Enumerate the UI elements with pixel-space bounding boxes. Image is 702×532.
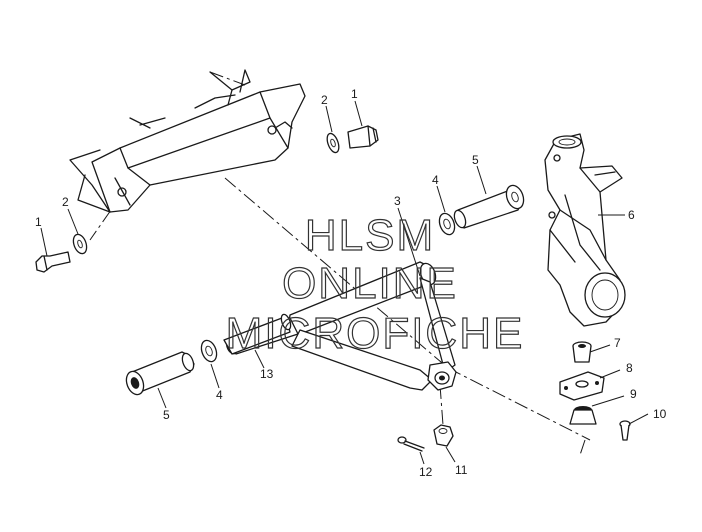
watermark: HLSM ONLINE MICROFICHE: [225, 210, 525, 358]
washer-lower-arm: [200, 339, 218, 363]
callout-2-upper: 2: [321, 93, 328, 107]
ball-joint-boot: [569, 406, 597, 425]
washer-upper-arm: [438, 212, 456, 236]
frame-rail: [69, 69, 306, 213]
callout-10: 10: [653, 407, 667, 421]
callout-numbers: 1 2 1 2 3 4 5 6 13 5 4 7 8 9 10 11 12: [35, 87, 667, 479]
callout-1-lower: 1: [35, 215, 42, 229]
callout-7: 7: [614, 336, 621, 350]
washer-upper: [326, 132, 340, 154]
pivot-tube: [223, 313, 292, 355]
spindle: [544, 133, 626, 327]
ball-joint-stud: [572, 341, 592, 363]
callout-5-lower: 5: [163, 408, 170, 422]
castle-nut: [433, 424, 454, 447]
callout-1-upper: 1: [351, 87, 358, 101]
callout-6: 6: [628, 208, 635, 222]
watermark-line-1: HLSM: [305, 211, 435, 260]
callout-4-lower: 4: [216, 388, 223, 402]
callout-leaders: [40, 100, 649, 465]
ball-joint-plate: [559, 371, 605, 401]
callout-13: 13: [260, 367, 274, 381]
callout-5-upper: 5: [472, 153, 479, 167]
washer-lower: [72, 233, 88, 255]
callout-2-lower: 2: [62, 195, 69, 209]
bolt-upper: [347, 125, 379, 149]
bushing-lower: [125, 351, 195, 396]
bolt-small: [619, 420, 631, 441]
callout-9: 9: [630, 387, 637, 401]
watermark-line-2: ONLINE: [282, 259, 458, 308]
bolt-lower: [35, 251, 71, 273]
callout-11: 11: [455, 463, 468, 477]
callout-3: 3: [394, 194, 401, 208]
bushing-upper: [453, 184, 525, 229]
callout-4-upper: 4: [432, 173, 439, 187]
watermark-line-3: MICROFICHE: [226, 309, 525, 358]
alignment-centerlines: [89, 71, 591, 456]
callout-8: 8: [626, 361, 633, 375]
cotter-pin: [397, 436, 425, 452]
callout-12: 12: [419, 465, 433, 479]
